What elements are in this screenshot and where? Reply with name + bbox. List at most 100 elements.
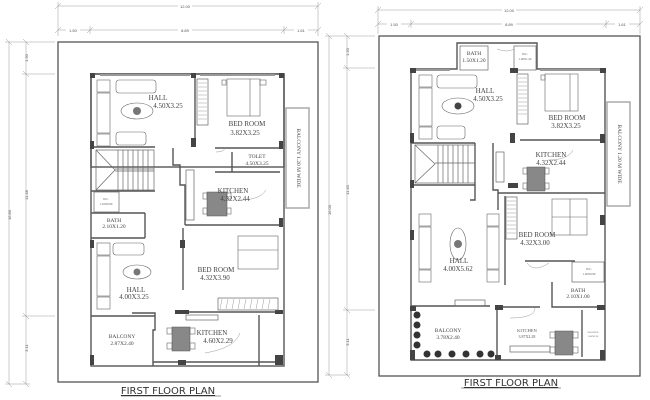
room-size-toilet: 4.50X3.25 [245, 161, 268, 167]
sofa-set-hall [418, 213, 500, 283]
room-label-bed-bottom: BED ROOM [198, 266, 236, 274]
door-swing [239, 189, 267, 201]
room-label-wc: W.C. [103, 197, 109, 201]
room-label-balcony-bottom: BALCONY [109, 334, 136, 340]
sofa-set-top [96, 79, 157, 147]
wardrobe-bottom [217, 297, 279, 311]
door-swing [509, 307, 536, 319]
dim-top-left: 1.50 [390, 22, 399, 27]
dining-table-bottom [549, 330, 579, 356]
room-label-kitchen-mid: KITCHEN [218, 187, 249, 195]
plot-boundary [57, 41, 319, 383]
room-size-bath-top: 1.50X1.20 [462, 58, 485, 64]
dim-top-total: 12.00 [180, 4, 191, 9]
room-label-bath-mid: BATH [571, 288, 585, 294]
columns [90, 73, 284, 365]
room-size-wc: 1.10X0.90 [100, 202, 113, 206]
staircase [95, 149, 155, 191]
room-label-bath-top: BATH [467, 51, 481, 57]
room-label-toilet: TOLET [248, 154, 266, 160]
sofa-set-bottom [96, 242, 152, 310]
dimension-top-left-plan: 12.00 1.50 8.89 1.61 [54, 2, 322, 36]
bed-top [540, 73, 579, 112]
door-swing [496, 48, 515, 52]
kitchen-counter [185, 169, 195, 221]
room-label-bed-top: BED ROOM [549, 114, 587, 122]
room-size-kitchen-mid: 4.32X2.44 [220, 195, 250, 203]
door-swing [215, 147, 226, 153]
columns [410, 68, 606, 360]
dimension-side-right-plan: 16.00 1.50 11.40 3.11 [325, 32, 375, 379]
door-swing [204, 332, 241, 354]
dim-side-bottom: 3.11 [24, 343, 29, 351]
plot-boundary [378, 35, 641, 377]
wc-box [93, 191, 120, 213]
room-size-hall-top: 4.50X3.25 [473, 95, 503, 103]
dim-side-mid: 11.48 [24, 189, 29, 199]
room-size-hall-top: 4.50X3.25 [153, 102, 183, 110]
dim-side-total: 16.80 [7, 209, 12, 220]
door-swing [526, 262, 550, 269]
dim-top-total: 12.00 [504, 8, 515, 13]
room-size-bed-top: 3.82X3.25 [230, 129, 260, 137]
room-size-hall-bottom: 4.00X5.62 [443, 265, 473, 273]
kitchen-counter-bottom [509, 345, 551, 353]
staircase [414, 144, 476, 184]
dim-side-mid: 11.40 [345, 184, 350, 194]
room-label-bath: BATH [107, 218, 121, 224]
dining-table-mid [522, 166, 550, 192]
room-size-wc-top: 1.00X1.20 [519, 57, 532, 61]
dining-table-mid [202, 191, 232, 217]
building-walls [90, 73, 285, 367]
tv-unit [454, 299, 486, 307]
side-balcony-label: BALCONY 1.20 M WIDE [616, 124, 622, 184]
bed-bottom [237, 235, 279, 270]
kitchen-counter-bottom [185, 314, 219, 321]
room-label-kitchen-bottom: KITCHEN [197, 329, 228, 337]
room-size-kitchen-bottom: 4.60X2.29 [203, 337, 233, 345]
wardrobe-top [516, 73, 529, 125]
wardrobe-mid [505, 196, 518, 240]
dim-top-left: 1.50 [69, 28, 78, 33]
plan-left: 12.00 1.50 8.89 1.61 16.80 1.50 11.48 [5, 2, 322, 397]
room-label-wc-mid: W.C. [586, 267, 592, 271]
dim-side-top: 1.50 [24, 53, 29, 62]
dim-top-mid: 8.89 [181, 28, 190, 33]
balcony-planters [413, 311, 495, 358]
room-size-kitchen-bottom: 3.87X2.28 [519, 334, 536, 339]
room-label-bed-mid: BED ROOM [519, 231, 557, 239]
dim-side-top: 1.50 [345, 47, 350, 56]
room-label-kitchen-bottom: KITCHEN [517, 328, 537, 333]
room-label-hall-top: HALL [149, 94, 168, 102]
dimension-side-left-plan: 16.80 1.50 11.48 3.11 [5, 38, 55, 388]
room-size-bath: 2.10X1.20 [102, 224, 125, 230]
room-label-kitchen-mid: KITCHEN [536, 151, 567, 159]
room-size-balcony-bottom: 3.78X2.40 [436, 335, 459, 341]
plan-right: 12.00 1.50 8.89 1.61 16.00 1.50 11.40 3.… [325, 6, 644, 389]
room-size-bed-top: 3.82X3.25 [551, 122, 581, 130]
room-size-bed-mid: 4.32X3.00 [520, 239, 550, 247]
dim-side-bottom: 3.11 [345, 337, 350, 345]
side-balcony-label: BALCONY 1.20 M WIDE [295, 128, 301, 188]
room-label-balcony-bottom: BALCONY [435, 328, 462, 334]
room-size-wc-mid: 1.20X0.90 [583, 272, 596, 276]
room-size-bed-bottom: 4.32X3.90 [200, 274, 230, 282]
dimension-top-right-plan: 12.00 1.50 8.89 1.61 [374, 6, 644, 34]
dim-side-total: 16.00 [327, 204, 332, 215]
wardrobe-top [196, 78, 209, 126]
dining-table-bottom [166, 326, 196, 352]
room-label-bed-top: BED ROOM [229, 120, 267, 128]
plan-title-left: FIRST FLOOR PLAN [121, 386, 215, 397]
room-label-wc-top: W.C. [522, 52, 528, 56]
room-size-balcony-bottom: 2.87X2.40 [110, 341, 133, 347]
room-size-wash: 1.60X2.28 [588, 335, 599, 338]
room-label-wash: WASH UP [588, 331, 600, 334]
door-swing [547, 149, 574, 161]
kitchen-counter [495, 151, 505, 183]
plan-title-right: FIRST FLOOR PLAN [464, 378, 558, 389]
side-balcony [606, 101, 631, 207]
room-label-hall-bottom: HALL [127, 286, 146, 294]
building-walls [410, 42, 606, 361]
room-size-bath-mid: 2.10X1.00 [566, 294, 589, 300]
room-label-hall-top: HALL [476, 87, 495, 95]
